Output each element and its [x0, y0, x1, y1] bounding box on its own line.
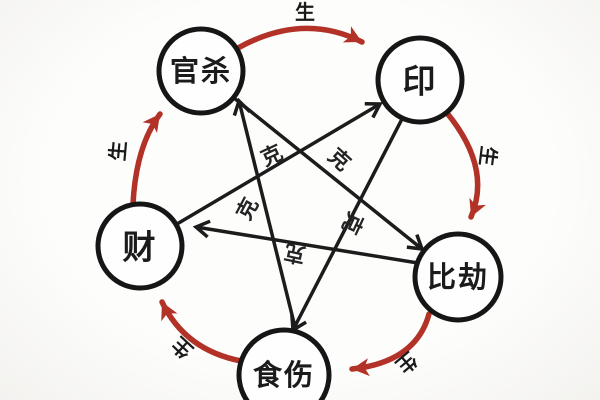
generate-label-bottom-left: 生	[168, 332, 198, 362]
node-shishang-circle	[236, 327, 332, 400]
node-cai-circle	[95, 201, 185, 291]
node-yin-label: 印	[403, 63, 438, 100]
overcome-label-guansha-bijie: 克	[324, 144, 355, 175]
generate-label-left: 生	[106, 140, 131, 162]
node-bijie: 比劫	[412, 231, 504, 323]
generate-arrow-guansha-to-yin	[235, 25, 365, 51]
generate-cycle	[130, 25, 486, 377]
node-bijie-circle	[412, 231, 504, 323]
node-guansha: 官杀	[156, 26, 246, 116]
generate-arrow-shishang-to-cai	[159, 299, 244, 364]
overcome-arrow-yin-to-shishang	[290, 118, 404, 333]
node-bijie-label: 比劫	[427, 261, 489, 294]
overcome-label-bijie-cai: 克	[282, 240, 307, 267]
node-cai-label: 财	[123, 229, 158, 266]
node-cai: 财	[95, 201, 185, 291]
node-yin-circle	[375, 35, 465, 125]
overcome-arrow-bijie-to-cai	[192, 219, 419, 265]
generate-arrow-yin-to-bijie	[444, 110, 486, 220]
overcome-arrow-cai-to-yin	[176, 101, 383, 226]
generate-arrow-cai-to-guansha	[130, 111, 163, 207]
node-shishang: 食伤	[236, 327, 332, 400]
overcome-cycle	[176, 96, 425, 333]
overcome-label-cai-yin: 克	[258, 141, 287, 171]
node-shishang-label: 食伤	[253, 358, 315, 392]
node-guansha-circle	[156, 26, 246, 116]
overcome-arrow-shishang-to-guansha	[232, 97, 298, 332]
node-yin: 印	[375, 35, 465, 125]
nodes: 官杀 印 比劫 食伤 财	[95, 26, 504, 400]
generate-arrow-bijie-to-shishang	[349, 311, 432, 377]
generate-label-bottom-right: 生	[391, 347, 421, 377]
node-guansha-label: 官杀	[170, 54, 232, 88]
overcome-label-shishang-guansha: 克	[233, 194, 263, 223]
generate-label-top: 生	[295, 1, 315, 24]
generate-label-right: 生	[475, 145, 500, 168]
overcome-arrow-guansha-to-bijie	[232, 96, 425, 252]
